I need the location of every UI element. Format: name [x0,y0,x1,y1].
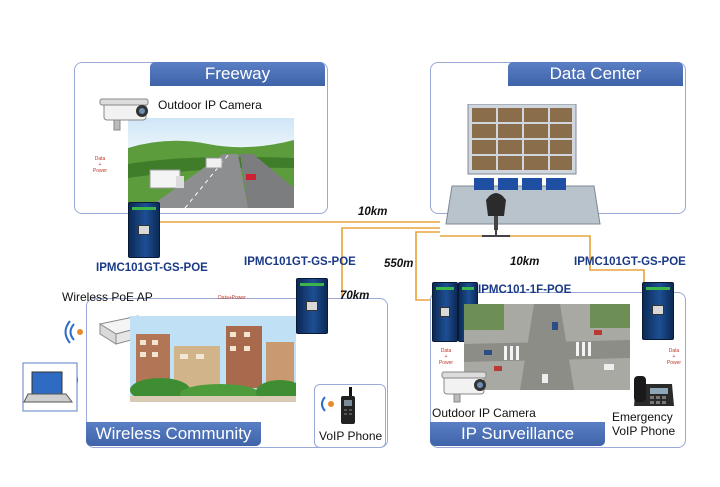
emergency-phone-label-line2: VoIP Phone [612,424,676,438]
fiber-datacenter-to-surveillance [415,231,440,301]
surveillance-poe-model: IPMC101GT-GS-POE [574,256,686,268]
surveillance-fiber-port-a [440,307,450,317]
freeway-converter-port [138,225,150,235]
community-banner: Wireless Community [86,422,261,446]
cam-wire-data: Data [440,348,452,354]
surveillance-banner: IP Surveillance [430,422,605,446]
surveillance-link-distance: 10km [510,256,540,268]
voip-phone-label: VoIP Phone [319,429,383,443]
phone-wire-label: Data + Power [664,348,684,366]
freeway-wire-label: Data + Power [90,156,110,174]
wifi-signal-icon-left [64,320,84,344]
community-buildings-photo [130,316,296,402]
community-converter-port [306,301,318,311]
city-intersection-photo [464,304,630,390]
drop-link-distance: 550m [384,258,414,270]
phone-wire-power: Power [666,360,682,366]
freeway-wire-data: Data [94,156,106,162]
freeway-camera-label: Outdoor IP Camera [158,98,262,112]
community-converter-model: IPMC101GT-GS-POE [244,256,356,268]
surveillance-poe-port [652,305,664,315]
emergency-phone-icon [632,374,676,408]
wifi-signal-icon-phone [317,393,335,415]
surveillance-camera-label: Outdoor IP Camera [432,406,536,420]
community-wire-label: Data+Power [218,295,246,301]
surveillance-fiber-device-a [432,282,458,342]
phone-wire-plus: + [672,354,676,360]
freeway-highway-photo [128,118,294,208]
surveillance-camera-icon [440,368,492,404]
camera-wire-label: Data + Power [436,348,456,366]
freeway-link-distance: 10km [358,206,388,218]
fiber-datacenter-to-emergency [440,235,645,282]
walkie-talkie-icon [337,387,359,425]
cam-wire-plus: + [444,354,448,360]
laptop-icon [22,362,78,412]
voip-phone-box: VoIP Phone [314,384,386,448]
surveillance-poe-device [642,282,674,340]
freeway-converter-device [128,202,160,258]
freeway-camera-icon [98,96,154,132]
community-link-distance: 70km [340,290,370,302]
phone-wire-data: Data [668,348,680,354]
wireless-ap-label: Wireless PoE AP [62,290,153,304]
surveillance-fiber-model: IPMC101-1F-POE [478,284,572,296]
datacenter-banner: Data Center [508,62,683,86]
freeway-banner: Freeway [150,62,325,86]
community-converter-device [296,278,328,334]
freeway-wire-plus: + [98,162,102,168]
control-room-console [444,104,604,240]
emergency-phone-label-line1: Emergency [612,410,673,424]
cam-wire-power: Power [438,360,454,366]
freeway-wire-power: Power [92,168,108,174]
freeway-converter-model: IPMC101GT-GS-POE [96,262,208,274]
